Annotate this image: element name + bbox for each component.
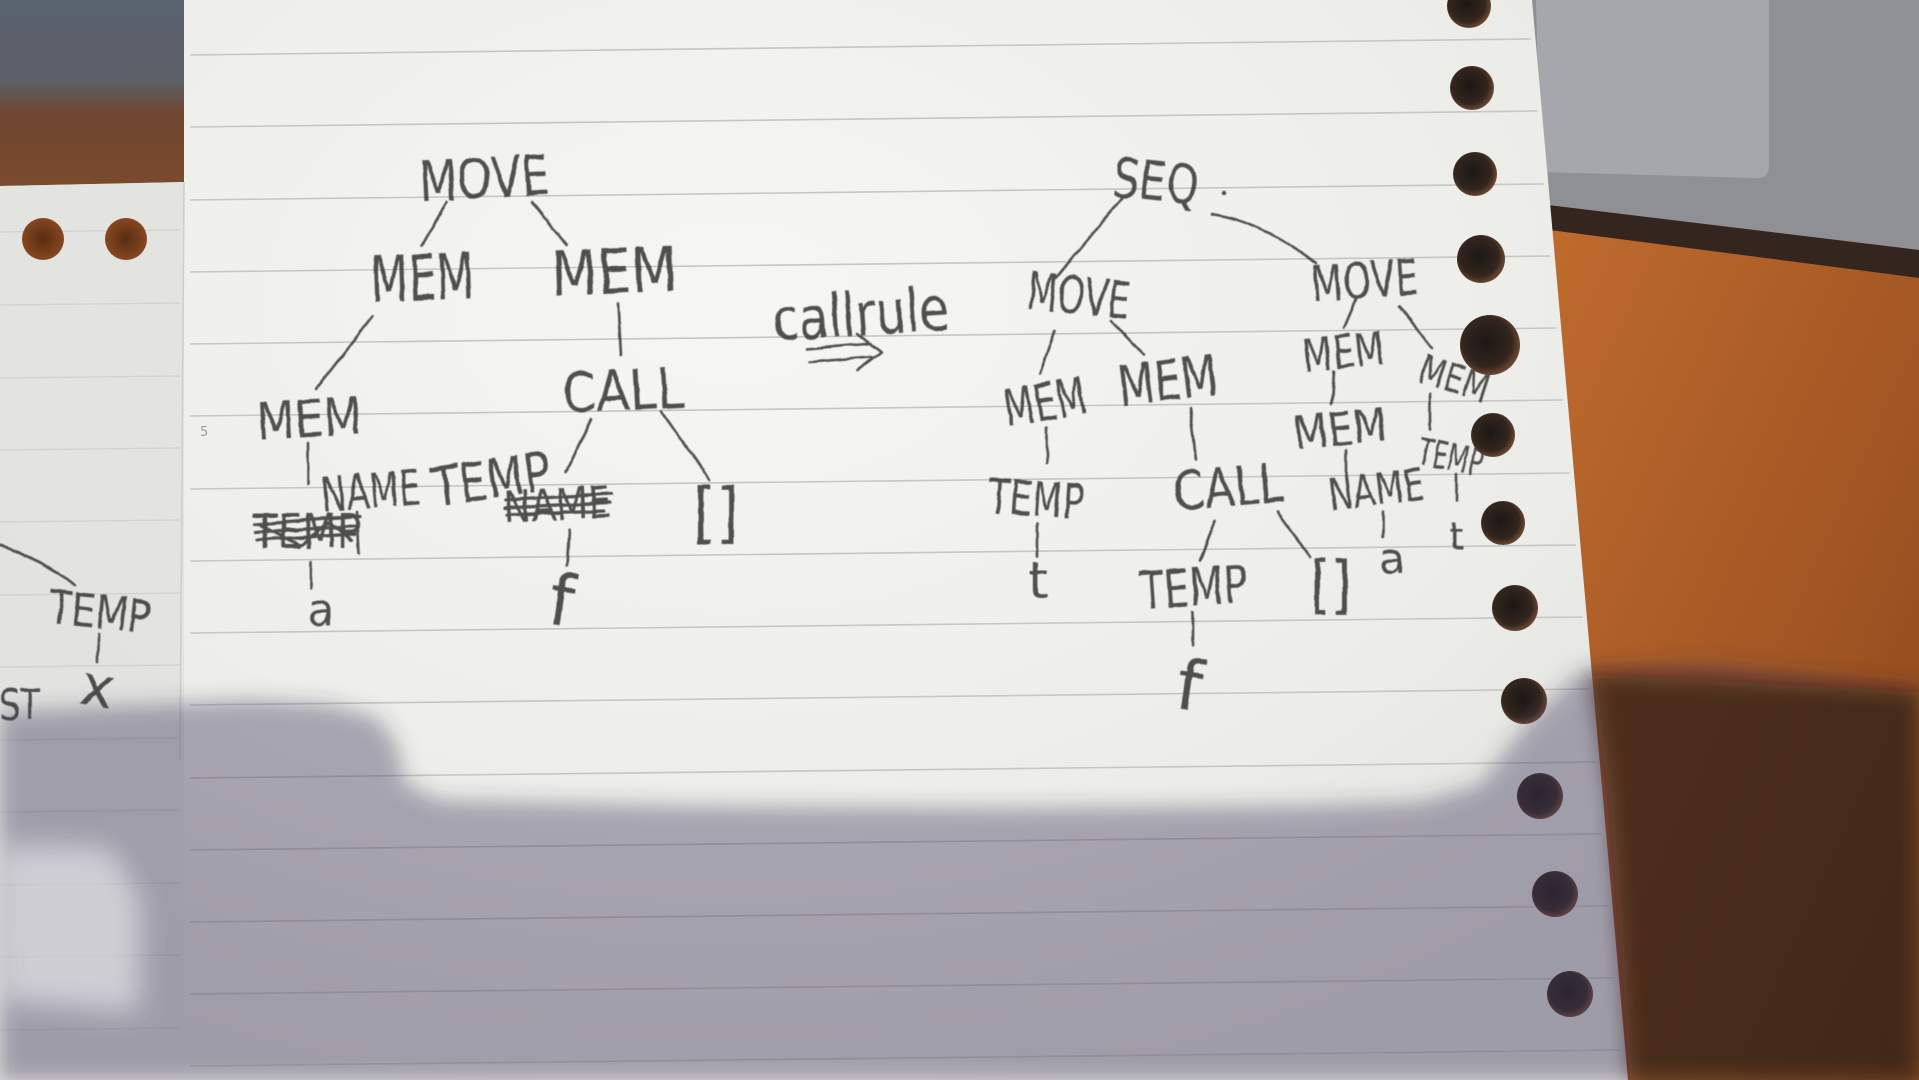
right-tree-move-right: MOVE <box>1309 248 1420 313</box>
light-patch <box>0 845 140 1012</box>
crossout-scribble-temp <box>253 514 362 547</box>
ruled-line <box>189 688 1589 706</box>
right-tree-name: NAME <box>1325 459 1426 521</box>
edge-move-right-to-mem-4 <box>1397 304 1434 351</box>
edge-mem-to-call <box>616 302 623 357</box>
ruled-line <box>189 544 1576 562</box>
rule-label: callrule <box>770 274 951 356</box>
edge-move-right-to-mem-3 <box>1342 298 1358 330</box>
ruled-line <box>189 472 1570 490</box>
handwriting: MOVE MEM MEM MEM CALL NAME TEMP TEMP NAM… <box>0 144 1495 731</box>
edge-move-to-mem-left <box>420 200 449 247</box>
right-tree-leaf-t2: t <box>1449 515 1464 559</box>
binder-hole <box>1453 152 1497 196</box>
laptop-trackpad <box>1536 0 1769 178</box>
ruled-line <box>189 761 1596 779</box>
edge-move-to-mem-right <box>530 200 568 247</box>
back-page-ruled-line <box>0 519 181 523</box>
left-tree-args-brackets: [] <box>693 474 739 553</box>
double-arrow-icon <box>806 331 883 372</box>
edge-call-to-name <box>564 418 593 473</box>
right-tree-args-brackets: [] <box>1310 548 1352 621</box>
left-tree-name: NAME <box>318 460 423 525</box>
binder-hole <box>1450 66 1494 110</box>
margin-number: 5 <box>200 425 208 440</box>
back-page-ruled-line <box>0 375 181 379</box>
ruled-line <box>189 183 1544 201</box>
binder-hole <box>1481 501 1525 545</box>
back-page-hole <box>105 218 147 260</box>
left-tree-mem-inner: MEM <box>255 387 364 452</box>
edge-mem-to-mem-inner <box>314 314 375 391</box>
binder-hole <box>1460 315 1520 375</box>
ruled-line <box>189 399 1563 417</box>
edge-seq-to-move-right <box>1210 212 1318 265</box>
back-page-ruled-line <box>0 592 181 596</box>
edge-move-to-mem-2 <box>1109 319 1146 357</box>
right-tree-mem-2: MEM <box>1114 343 1221 420</box>
dot-mark <box>1221 190 1227 196</box>
ruled-line <box>189 327 1557 345</box>
edge-name-down <box>355 510 361 555</box>
left-tree-root-move: MOVE <box>417 144 550 216</box>
crossout-scribble-name <box>503 492 614 517</box>
back-page-ruled-line <box>0 447 181 451</box>
hand-shadow <box>0 664 1919 1080</box>
laptop-edge-shadow <box>1548 205 1919 278</box>
shadow-region <box>0 664 1919 1080</box>
left-tree-mem-left: MEM <box>369 240 476 318</box>
shadow-on-wood <box>1590 674 1919 1080</box>
back-page-hole <box>22 218 64 260</box>
right-tree-mem-5: MEM <box>1291 397 1390 461</box>
left-tree-call: CALL <box>560 356 685 427</box>
left-tree: MOVE MEM MEM MEM CALL NAME TEMP TEMP NAM… <box>252 144 739 644</box>
binder-hole <box>1471 413 1515 457</box>
right-tree-temp-t: TEMP <box>986 469 1086 532</box>
edge-call-to-args <box>659 409 712 482</box>
edge-call-to-temp <box>1198 518 1217 563</box>
edge-mem-3-to-mem-5 <box>1330 369 1336 406</box>
ruled-line <box>189 255 1551 273</box>
right-tree-call: CALL <box>1171 451 1286 523</box>
back-page-ruled-line <box>0 664 181 668</box>
back-page-temp: TEMP <box>45 580 153 644</box>
right-tree-root-seq: SEQ <box>1110 146 1202 218</box>
binder-hole <box>1492 585 1538 631</box>
ruled-line <box>189 616 1583 634</box>
right-tree-move-left: MOVE <box>1024 262 1133 332</box>
page-edge <box>179 181 185 761</box>
edge-mem-2-to-call <box>1188 406 1198 461</box>
left-tree-leaf-a: a <box>308 585 335 636</box>
right-tree-leaf-t: t <box>1028 552 1048 610</box>
rewrite-rule: callrule <box>770 274 951 372</box>
right-tree-mem-3: MEM <box>1300 321 1387 383</box>
edge-move-to-mem-1 <box>1038 328 1057 375</box>
back-page-edge-curve <box>0 543 78 587</box>
right-tree: SEQ MOVE MOVE MEM MEM TEMP t CALL TEMP f… <box>986 146 1496 729</box>
edge-to-leaf-f <box>565 527 571 568</box>
right-tree-leaf-a: a <box>1379 534 1405 583</box>
binder-hole <box>1501 678 1547 724</box>
ruled-line <box>189 38 1531 56</box>
desk-top-left <box>0 0 200 190</box>
binder-hole <box>1457 235 1505 283</box>
binder-hole <box>1447 0 1491 28</box>
right-tree-mem-1: MEM <box>999 367 1091 441</box>
edge-seq-to-move-left <box>1053 194 1126 281</box>
left-tree-mem-right: MEM <box>550 233 678 310</box>
edge-call-to-args <box>1275 510 1312 559</box>
ruled-line <box>189 110 1538 128</box>
back-page-ruled-line <box>0 302 181 306</box>
